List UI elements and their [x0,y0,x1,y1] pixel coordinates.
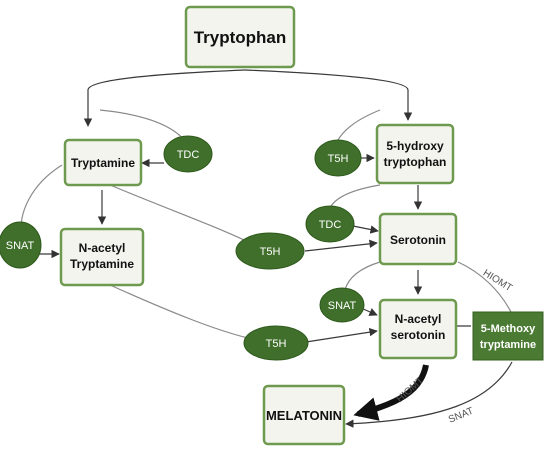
arrow-tdc-to-serotonin [352,225,379,234]
hiomt-label-bottom: HIOMT [395,375,426,405]
node-tryptophan: Tryptophan [184,5,296,69]
enzyme-tdc-mid: TDC [305,205,355,243]
node-serotonin: Serotonin [378,212,458,266]
arrow-tryptophan-branch-right [244,69,413,121]
connector-snat-mid [344,261,381,291]
node-label: MELATONIN [266,408,342,423]
enzyme-connectors [20,109,513,339]
enzyme-label: T5H [260,246,281,258]
enzyme-label: TDC [177,149,200,161]
connector-tryptamine-to-t5h [109,184,249,243]
connector-tdc-top [99,109,187,143]
arrow-t5h-to-n-acetyl-serotonin [305,328,378,343]
hiomt-label-top: HIOMT [481,268,514,294]
node-label: Tryptamine [71,156,135,170]
connector-serotonin-hiomt [457,261,513,315]
arrow-t5h-to-serotonin [304,239,378,252]
enzyme-snat-left: SNAT [0,221,42,269]
enzyme-t5h-bottom: T5H [243,325,309,361]
enzyme-tdc-left: TDC [163,135,213,173]
node-n-acetyl-serotonin: N-acetyl serotonin [378,298,458,360]
node-label: Tryptophan [194,28,287,47]
node-label: Serotonin [390,233,446,247]
node-label-line-1: N-acetyl [79,241,126,255]
node-label-line-1: 5-Methoxy [481,323,536,335]
enzyme-label: T5H [266,338,287,350]
node-5-methoxytryptamine: 5-Methoxy tryptamine [472,311,544,361]
connector-tdc-mid [329,184,381,209]
enzyme-label: SNAT [6,240,35,252]
arrow-tryptophan-branch-left [83,69,246,127]
enzyme-snat-mid: SNAT [319,287,365,323]
connector-n-acetyl-tryptamine-to-t5h [109,284,249,339]
node-n-acetyl-tryptamine: N-acetyl Tryptamine [59,227,145,287]
node-label-line-1: N-acetyl [395,312,442,326]
node-melatonin: MELATONIN [262,384,346,446]
arrow-snat-to-melatonin [345,361,513,428]
node-label-line-2: tryptamine [480,339,536,351]
enzyme-t5h-top: T5H [314,139,362,177]
enzyme-label: T5H [328,153,349,165]
arrow-hiomt-to-melatonin [353,364,429,421]
enzyme-t5h-mid: T5H [235,232,305,270]
enzyme-label: TDC [319,219,342,231]
node-label-line-2: tryptophan [384,155,447,169]
enzyme-label: SNAT [328,300,357,312]
node-5-hydroxytryptophan: 5-hydroxy tryptophan [375,123,455,185]
node-label-line-2: Tryptamine [70,257,134,271]
node-tryptamine: Tryptamine [63,138,143,187]
node-label-line-2: serotonin [391,328,446,342]
node-label-line-1: 5-hydroxy [386,139,444,153]
connector-t5h-top [337,109,381,141]
